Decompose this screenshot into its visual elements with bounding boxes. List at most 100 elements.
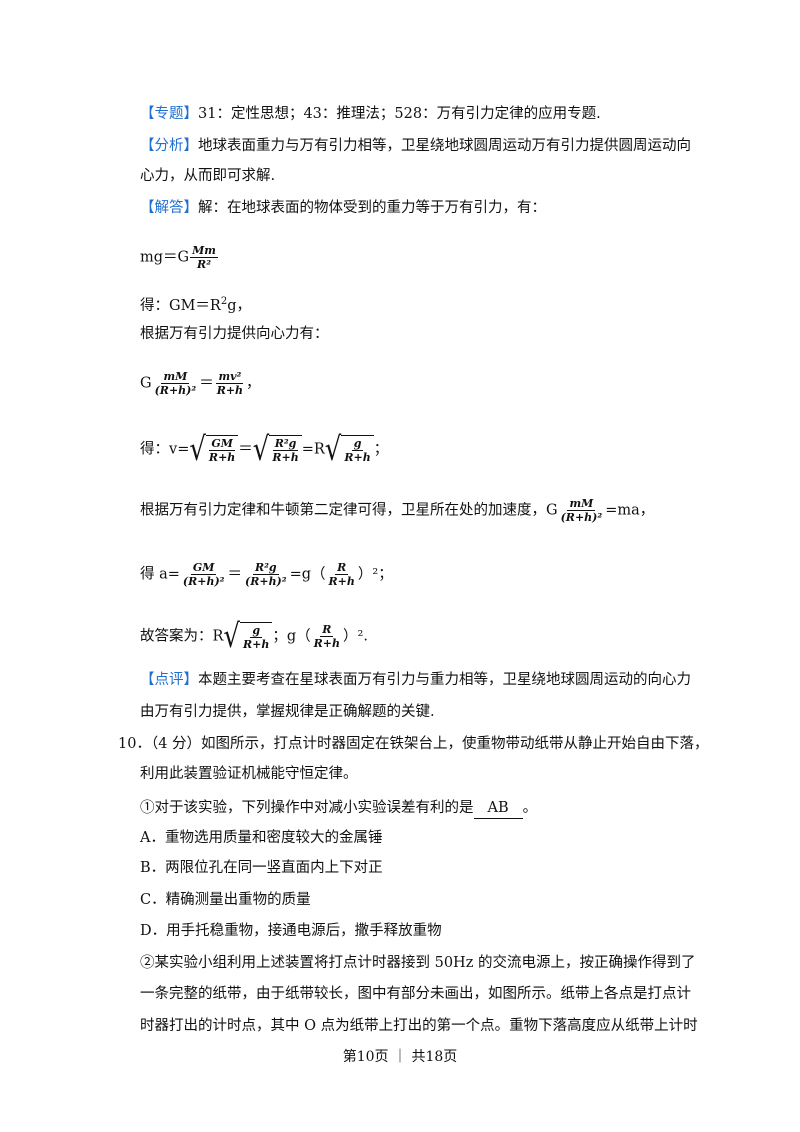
equation-2: 得：GM＝R2g， bbox=[140, 292, 251, 316]
analysis-line-2: 心力，从而即可求解. bbox=[140, 166, 275, 186]
eq4-eq: ＝ bbox=[238, 441, 253, 458]
sub-question-2-line-3: 时器打出的计时点，其中 O 点为纸带上打出的第一个点。重物下落高度应从纸带上计时 bbox=[140, 1016, 698, 1036]
sub1-prefix: ①对于该实验，下列操作中对减小实验误差有利的是 bbox=[140, 800, 474, 816]
option-a-text: A．重物选用质量和密度较大的金属锤 bbox=[140, 830, 383, 846]
eq3-num1: mM bbox=[161, 370, 190, 384]
eq6-mid: =g（ bbox=[289, 566, 326, 583]
eq4-n1: GM bbox=[209, 437, 235, 451]
eq7-n1: g bbox=[250, 624, 263, 638]
eq7-prefix: 故答案为：R bbox=[140, 628, 224, 645]
eq1-den: R² bbox=[197, 258, 212, 271]
comment-tag: 【点评】 bbox=[140, 672, 198, 688]
eq6-d3: R+h bbox=[328, 575, 355, 588]
eq6-frac-2: R²g(R+h)² bbox=[243, 561, 289, 588]
q10-text-2: 利用此装置验证机械能守恒定律。 bbox=[140, 766, 358, 782]
eq2-suffix: g， bbox=[227, 297, 252, 314]
centripetal-line: 根据万有引力提供向心力有： bbox=[140, 324, 329, 344]
sub2-text-3: 时器打出的计时点，其中 O 点为纸带上打出的第一个点。重物下落高度应从纸带上计时 bbox=[140, 1018, 698, 1034]
eq3-eq: ＝ bbox=[199, 375, 214, 392]
option-b-text: B．两限位孔在同一竖直面内上下对正 bbox=[140, 860, 383, 876]
sub2-text-2: 一条完整的纸带，由于纸带较长，图中有部分未画出，如图所示。纸带上各点是打点计 bbox=[140, 986, 691, 1002]
eq7-mid: ；g（ bbox=[272, 628, 311, 645]
comment-text-2: 由万有引力提供，掌握规律是正确解题的关键. bbox=[140, 704, 435, 720]
analysis-text-2: 心力，从而即可求解. bbox=[140, 168, 276, 184]
option-a: A．重物选用质量和密度较大的金属锤 bbox=[140, 828, 382, 848]
eq4-d3: R+h bbox=[344, 451, 371, 464]
eq6-n1: GM bbox=[190, 561, 217, 575]
eq4-prefix: 得：v= bbox=[140, 441, 190, 458]
eq2-prefix: 得：GM＝R bbox=[140, 297, 221, 314]
topic-text: 31：定性思想；43：推理法；528：万有引力定律的应用专题. bbox=[198, 106, 601, 122]
sub1-suffix: 。 bbox=[522, 800, 538, 816]
sub2-text-1: ②某实验小组利用上述装置将打点计时器接到 50Hz 的交流电源上，按正确操作得到… bbox=[140, 955, 696, 971]
eq6-d2: (R+h)² bbox=[245, 575, 287, 588]
eq7-d1: R+h bbox=[243, 638, 270, 651]
eq6-end: ）²； bbox=[357, 566, 393, 583]
option-b: B．两限位孔在同一竖直面内上下对正 bbox=[140, 858, 383, 878]
eq4-d2: R+h bbox=[272, 451, 299, 464]
analysis-line-1: 【分析】地球表面重力与万有引力相等，卫星绕地球圆周运动万有引力提供圆周运动向 bbox=[140, 136, 691, 156]
page-footer: 第10页 ｜ 共18页 bbox=[342, 1049, 458, 1065]
eq7-n2: R bbox=[320, 623, 334, 637]
analysis-text-1: 地球表面重力与万有引力相等，卫星绕地球圆周运动万有引力提供圆周运动向 bbox=[198, 138, 691, 154]
eq7-end: ）². bbox=[343, 628, 368, 645]
eq3-num2: mv² bbox=[216, 370, 244, 384]
question-10-line-1: 10．（4 分）如图所示，打点计时器固定在铁架台上，使重物带动纸带从静止开始自由… bbox=[118, 734, 709, 754]
eq2-sup: 2 bbox=[220, 296, 228, 307]
question-10-line-2: 利用此装置验证机械能守恒定律。 bbox=[140, 764, 358, 784]
option-d-text: D．用手托稳重物，接通电源后，撒手释放重物 bbox=[140, 923, 442, 939]
eq4-n2: R²g bbox=[272, 437, 299, 451]
eq4-mid: =R bbox=[301, 441, 325, 458]
sub-question-2-line-1: ②某实验小组利用上述装置将打点计时器接到 50Hz 的交流电源上，按正确操作得到… bbox=[140, 953, 695, 973]
solution-text: 解：在地球表面的物体受到的重力等于万有引力，有： bbox=[198, 200, 546, 216]
comment-line-2: 由万有引力提供，掌握规律是正确解题的关键. bbox=[140, 702, 435, 722]
eq4-d1: R+h bbox=[208, 451, 236, 464]
centripetal-text: 根据万有引力提供向心力有： bbox=[140, 326, 329, 342]
analysis-tag: 【分析】 bbox=[140, 138, 198, 154]
eq6-d1: (R+h)² bbox=[182, 575, 225, 588]
option-c-text: C．精确测量出重物的质量 bbox=[140, 892, 311, 908]
eq1-lhs: mg＝G bbox=[140, 249, 190, 266]
eq7-d2: R+h bbox=[313, 637, 341, 650]
eq4-n3: g bbox=[351, 437, 364, 451]
eq3-frac-1: mM(R+h)² bbox=[153, 370, 199, 397]
eq6-n3: R bbox=[335, 561, 349, 575]
option-c: C．精确测量出重物的质量 bbox=[140, 890, 311, 910]
sub1-answer: AB bbox=[473, 798, 523, 819]
q10-text-1: 10．（4 分）如图所示，打点计时器固定在铁架台上，使重物带动纸带从静止开始自由… bbox=[118, 736, 709, 752]
eq6-n2: R²g bbox=[252, 561, 279, 575]
topic-line: 【专题】31：定性思想；43：推理法；528：万有引力定律的应用专题. bbox=[140, 104, 601, 124]
eq3-g: G bbox=[140, 375, 152, 392]
eq6-eq: ＝ bbox=[227, 566, 243, 583]
topic-tag: 【专题】 bbox=[140, 106, 198, 122]
sub-question-2-line-2: 一条完整的纸带，由于纸带较长，图中有部分未画出，如图所示。纸带上各点是打点计 bbox=[140, 984, 691, 1004]
eq3-den1: (R+h)² bbox=[154, 384, 197, 397]
solution-tag: 【解答】 bbox=[140, 200, 198, 216]
option-d: D．用手托稳重物，接通电源后，撒手释放重物 bbox=[140, 921, 442, 941]
eq5-den: (R+h)² bbox=[560, 511, 603, 524]
eq5-frac: mM(R+h)² bbox=[559, 497, 605, 524]
eq3-end: ， bbox=[246, 375, 261, 392]
comment-text-1: 本题主要考查在星球表面万有引力与重力相等，卫星绕地球圆周运动的向心力 bbox=[198, 672, 691, 688]
eq6-frac-1: GM(R+h)² bbox=[181, 561, 227, 588]
eq5-num: mM bbox=[567, 497, 596, 511]
